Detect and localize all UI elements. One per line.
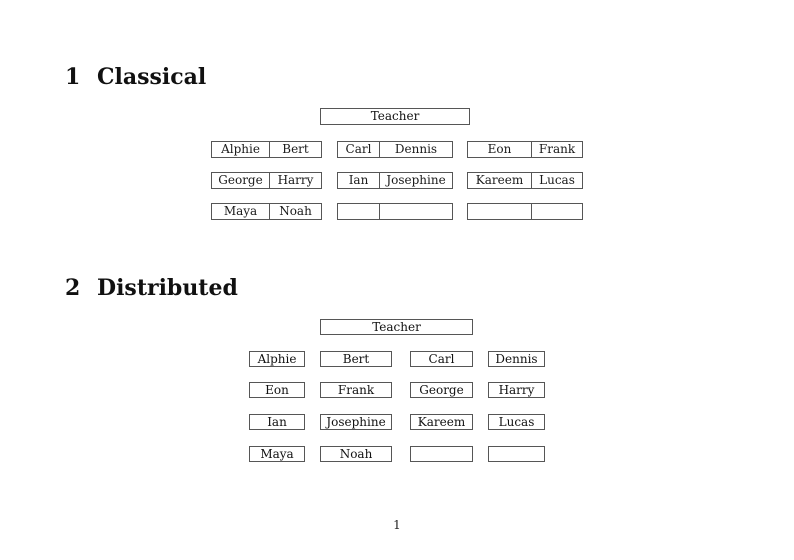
desk: Carl Dennis: [337, 141, 453, 158]
desk-seat: Alphie: [221, 142, 260, 156]
desk: Alphie Bert: [211, 141, 322, 158]
desk-seat: [468, 204, 531, 219]
desk-empty: [337, 203, 453, 220]
desk-seat: Noah: [269, 204, 321, 219]
desk-single: Ian: [249, 414, 305, 430]
classical-desk-column: Carl Dennis Ian Josephine: [337, 141, 453, 220]
desk: Kareem Lucas: [467, 172, 583, 189]
desk-single: Alphie: [249, 351, 305, 367]
desk: George Harry: [211, 172, 322, 189]
desk: Eon Frank: [467, 141, 583, 158]
desk-single: Kareem: [410, 414, 473, 430]
desk-seat: Kareem: [475, 173, 524, 187]
desk-seat: George: [218, 173, 263, 187]
section-heading-distributed: 2 Distributed: [65, 277, 238, 299]
desk-seat: Frank: [531, 142, 582, 157]
desk-single: George: [410, 382, 473, 398]
section-number: 2: [65, 275, 81, 301]
desk-seat: Carl: [345, 142, 372, 156]
page-number: 1: [393, 518, 401, 532]
desk-single: Bert: [320, 351, 392, 367]
desk-seat: Maya: [223, 204, 258, 218]
section-title: Classical: [97, 64, 207, 90]
desk-seat: Josephine: [379, 173, 452, 188]
teacher-box: Teacher: [320, 319, 473, 335]
desk-seat: Bert: [269, 142, 321, 157]
desk-seat: [379, 204, 452, 219]
section-title: Distributed: [97, 275, 238, 301]
desk-seat: Eon: [487, 142, 512, 156]
section-number: 1: [65, 64, 81, 90]
desk-single-empty: [410, 446, 473, 462]
desk-single: Dennis: [488, 351, 545, 367]
section-heading-classical: 1 Classical: [65, 66, 206, 88]
desk: Ian Josephine: [337, 172, 453, 189]
classical-desk-column: Eon Frank Kareem Lucas: [467, 141, 583, 220]
desk-seat: Lucas: [531, 173, 582, 188]
desk-single: Lucas: [488, 414, 545, 430]
desk-single: Frank: [320, 382, 392, 398]
desk-single: Harry: [488, 382, 545, 398]
desk-single: Josephine: [320, 414, 392, 430]
desk-seat: [531, 204, 582, 219]
desk-single: Maya: [249, 446, 305, 462]
desk-seat: Harry: [269, 173, 321, 188]
teacher-box: Teacher: [320, 108, 470, 125]
desk-seat: [338, 204, 379, 219]
desk: Maya Noah: [211, 203, 322, 220]
desk-seat: Ian: [348, 173, 369, 187]
desk-single-empty: [488, 446, 545, 462]
desk-single: Eon: [249, 382, 305, 398]
desk-empty: [467, 203, 583, 220]
classical-desk-column: Alphie Bert George Harry Maya Noah: [211, 141, 322, 220]
desk-single: Carl: [410, 351, 473, 367]
desk-seat: Dennis: [379, 142, 452, 157]
desk-single: Noah: [320, 446, 392, 462]
